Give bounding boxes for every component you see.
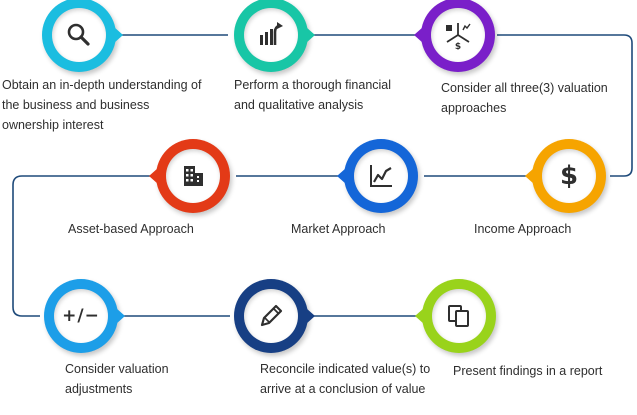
dollar-icon: $ (559, 161, 579, 191)
step-node: +/− (44, 279, 125, 353)
step-pointer (525, 168, 534, 184)
step-pointer (116, 308, 125, 324)
step-pointer (114, 27, 123, 43)
growth-chart-icon (260, 22, 283, 45)
step-node (415, 279, 496, 353)
step-node (234, 279, 315, 353)
step-icon-disc: +/− (54, 289, 108, 343)
step-pointer (306, 308, 315, 324)
step-label: Perform a thorough financial and qualita… (234, 78, 392, 112)
documents-icon (448, 305, 469, 327)
plus-minus-icon: +/− (62, 306, 100, 326)
step-pointer (149, 168, 158, 184)
step-label: Asset-based Approach (68, 222, 194, 236)
step-icon-disc (52, 8, 106, 62)
step-icon-disc (166, 149, 220, 203)
step-label: Present findings in a report (453, 364, 603, 378)
step-pointer (337, 168, 346, 184)
step-icon-disc (244, 289, 298, 343)
step-node (42, 0, 123, 72)
step-icon-disc (354, 149, 408, 203)
svg-text:$: $ (455, 42, 461, 50)
step-icon-disc: $ (431, 8, 485, 62)
valuation-approaches-icon: $ (446, 23, 471, 50)
step-label: Reconcile indicated value(s) to arrive a… (260, 362, 431, 396)
step-node: $ (525, 139, 606, 213)
step-label: Obtain an in-depth understanding of the … (2, 78, 202, 132)
step-pointer (306, 27, 315, 43)
step-label: Consider valuation adjustments (65, 362, 169, 396)
step-node (234, 0, 315, 72)
step-icon-disc: $ (542, 149, 596, 203)
step-pointer (415, 308, 424, 324)
step-icon-disc (244, 8, 298, 62)
step-icon-disc (432, 289, 486, 343)
buildings-icon (184, 166, 203, 186)
step-node (149, 139, 230, 213)
magnifier-icon (67, 23, 90, 46)
step-node: $ (414, 0, 495, 72)
step-node (337, 139, 418, 213)
pen-icon (260, 304, 283, 327)
step-label: Consider all three(3) valuation approach… (441, 81, 608, 115)
step-label: Market Approach (291, 222, 386, 236)
line-chart-icon (370, 165, 392, 187)
step-pointer (414, 27, 423, 43)
step-label: Income Approach (474, 222, 572, 236)
